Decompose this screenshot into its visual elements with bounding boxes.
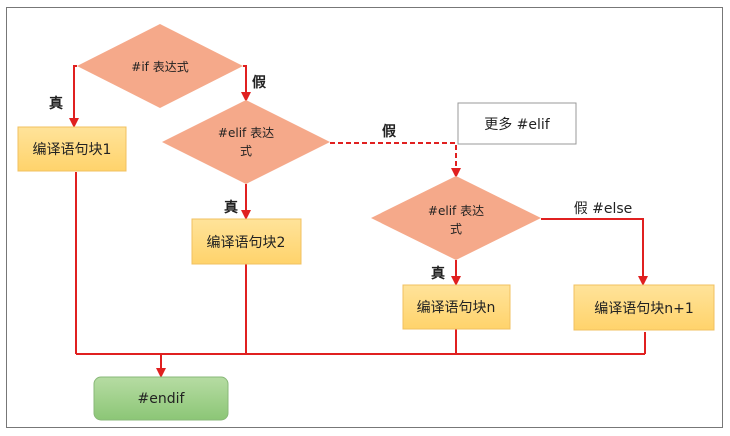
elif2-cond-label-2: 式 [450,222,462,236]
block-n: 编译语句块n [402,284,511,330]
edge-elif1-false [330,142,461,178]
endif-label: #endif [138,391,186,407]
label-if-false: 假 [252,74,267,91]
block-2: 编译语句块2 [191,218,302,265]
elif1-cond-label-1: #elif 表达 [218,126,274,140]
if-cond-label: #if 表达式 [131,60,188,74]
label-if-true: 真 [49,95,63,112]
blockn1-label: 编译语句块n+1 [594,301,694,317]
decision-elif-2: #elif 表达 式 [371,176,541,260]
label-elif2-else: 假 #else [574,201,633,217]
label-elif2-true: 真 [431,265,445,282]
decision-elif-1: #elif 表达 式 [162,100,330,184]
decision-if: #if 表达式 [77,24,243,108]
edge-elif2-else [541,218,648,286]
more-elif-label: 更多 #elif [484,116,551,133]
label-elif1-true: 真 [224,199,238,216]
block1-label: 编译语句块1 [33,142,112,158]
block-1: 编译语句块1 [17,126,127,172]
blockn-label: 编译语句块n [417,300,496,316]
diagram-frame [6,7,723,428]
block-n-plus-1: 编译语句块n+1 [573,284,715,331]
label-elif1-false: 假 [382,123,397,140]
edge-if-false [241,65,251,102]
more-elif-box: 更多 #elif [457,102,577,145]
edge-if-true [69,65,79,128]
elif1-cond-label-2: 式 [240,144,252,158]
connectors [69,65,648,378]
edge-labels: 真 假 真 假 真 假 #else [49,74,632,282]
block2-label: 编译语句块2 [207,235,286,251]
endif-terminal: #endif [93,376,229,421]
elif2-cond-label-1: #elif 表达 [428,204,484,218]
